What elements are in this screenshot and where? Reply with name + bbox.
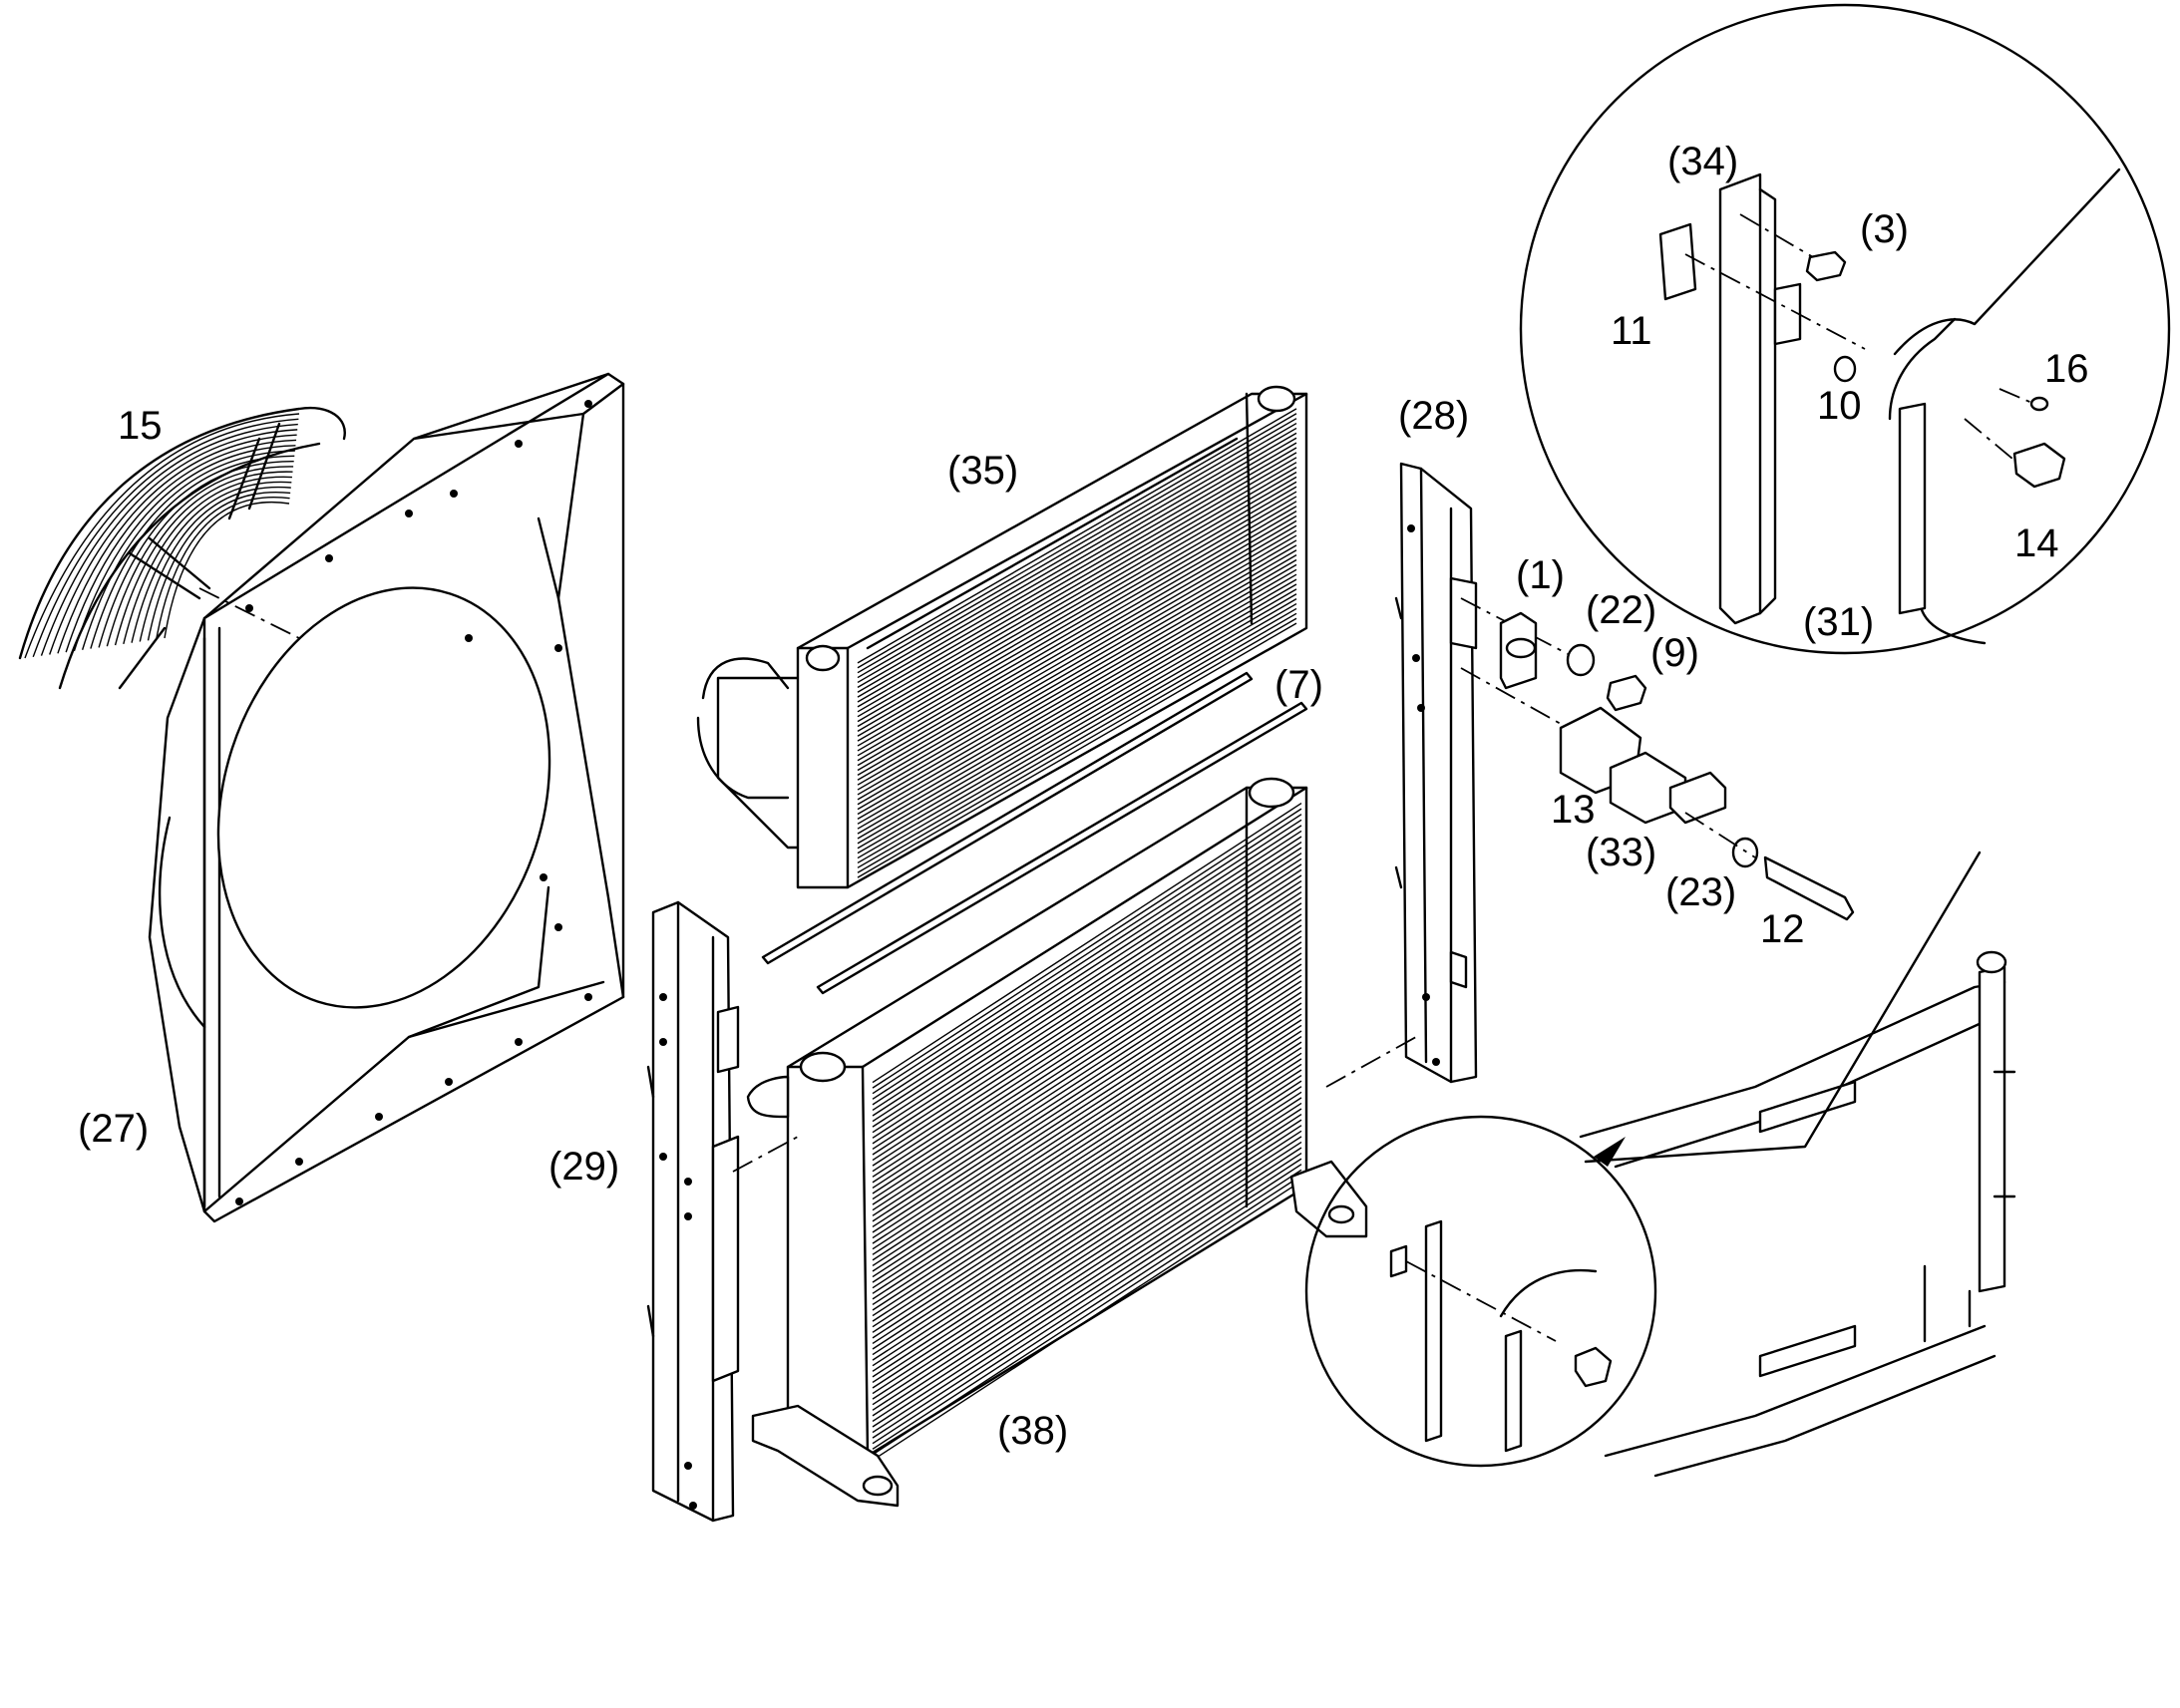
mount-hardware (1461, 598, 1853, 919)
label-34: (34) (1667, 140, 1738, 183)
label-27: (27) (78, 1107, 149, 1151)
charge-air-cooler-35 (698, 387, 1306, 887)
detail-circle-top (1521, 5, 2169, 653)
label-38: (38) (997, 1409, 1068, 1453)
label-23: (23) (1665, 870, 1736, 914)
label-3: (3) (1860, 207, 1909, 251)
label-12: 12 (1760, 907, 1805, 951)
frame-and-detail-bottom (1306, 853, 2014, 1476)
label-9: (9) (1650, 631, 1699, 675)
callout-labels: 15 (27) (35) (7) (28) (1) (22) (9) 13 (3… (78, 140, 2089, 1453)
label-29: (29) (548, 1145, 619, 1189)
label-1: (1) (1516, 553, 1565, 597)
label-35: (35) (947, 449, 1018, 493)
side-bracket-29 (648, 902, 798, 1521)
label-15: 15 (118, 404, 163, 448)
label-33: (33) (1586, 831, 1656, 874)
radiator-38 (748, 779, 1366, 1506)
label-10: 10 (1817, 384, 1862, 428)
label-28: (28) (1398, 394, 1469, 438)
label-11: 11 (1611, 309, 1652, 353)
label-31: (31) (1803, 600, 1874, 644)
label-7: (7) (1274, 663, 1323, 707)
label-14: 14 (2014, 521, 2059, 565)
label-22: (22) (1586, 588, 1656, 632)
side-bracket-28 (1326, 464, 1476, 1087)
seal-strips-7 (763, 673, 1306, 993)
fan-shroud-27 (150, 374, 623, 1221)
label-13: 13 (1551, 788, 1596, 832)
fan-guard-15 (20, 408, 345, 688)
label-16: 16 (2044, 347, 2089, 391)
